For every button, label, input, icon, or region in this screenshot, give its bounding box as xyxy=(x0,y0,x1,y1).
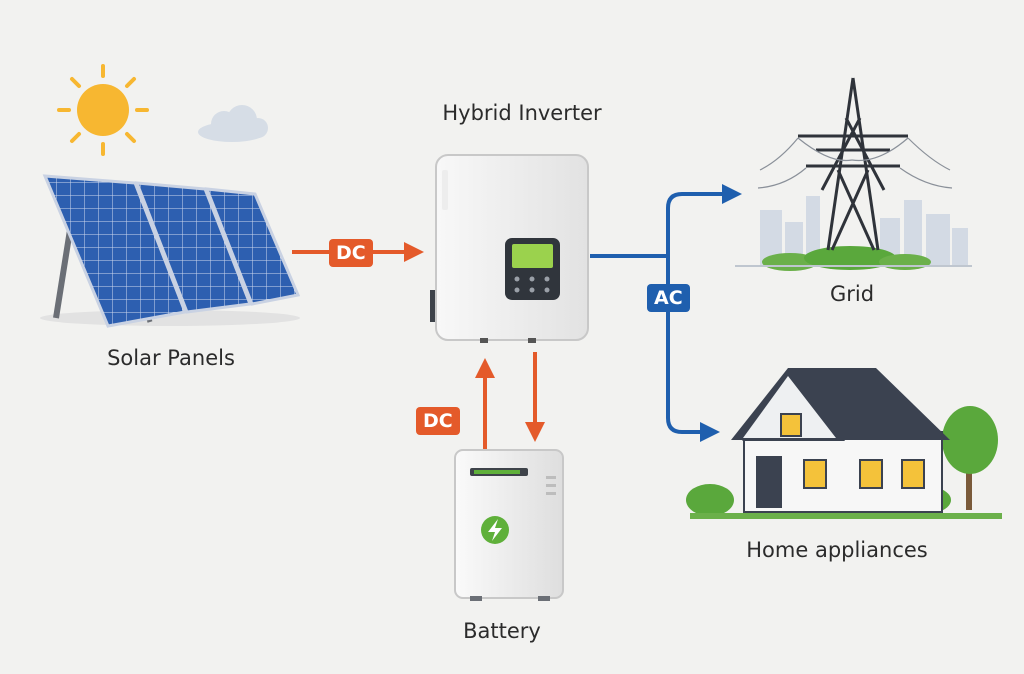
solar-panel-icon xyxy=(40,174,301,328)
battery-label: Battery xyxy=(463,619,541,643)
ac-flow-lines xyxy=(590,184,742,442)
city-skyline-icon xyxy=(760,196,968,265)
sun-icon xyxy=(57,64,149,156)
house-icon xyxy=(686,368,1002,519)
dc-tag-battery: DC xyxy=(416,407,460,435)
home-appliances-label: Home appliances xyxy=(746,538,928,562)
inverter-label: Hybrid Inverter xyxy=(442,101,602,125)
grid-ground xyxy=(735,246,972,271)
dc-tag-panels: DC xyxy=(329,239,373,267)
solar-panels-label: Solar Panels xyxy=(107,346,235,370)
power-tower-icon xyxy=(757,77,953,251)
cloud-icon xyxy=(198,105,268,142)
ac-tag: AC xyxy=(647,284,690,312)
tree-icon xyxy=(942,406,998,510)
battery-icon xyxy=(454,449,564,601)
inverter-icon xyxy=(430,154,589,343)
grid-label: Grid xyxy=(829,282,875,306)
